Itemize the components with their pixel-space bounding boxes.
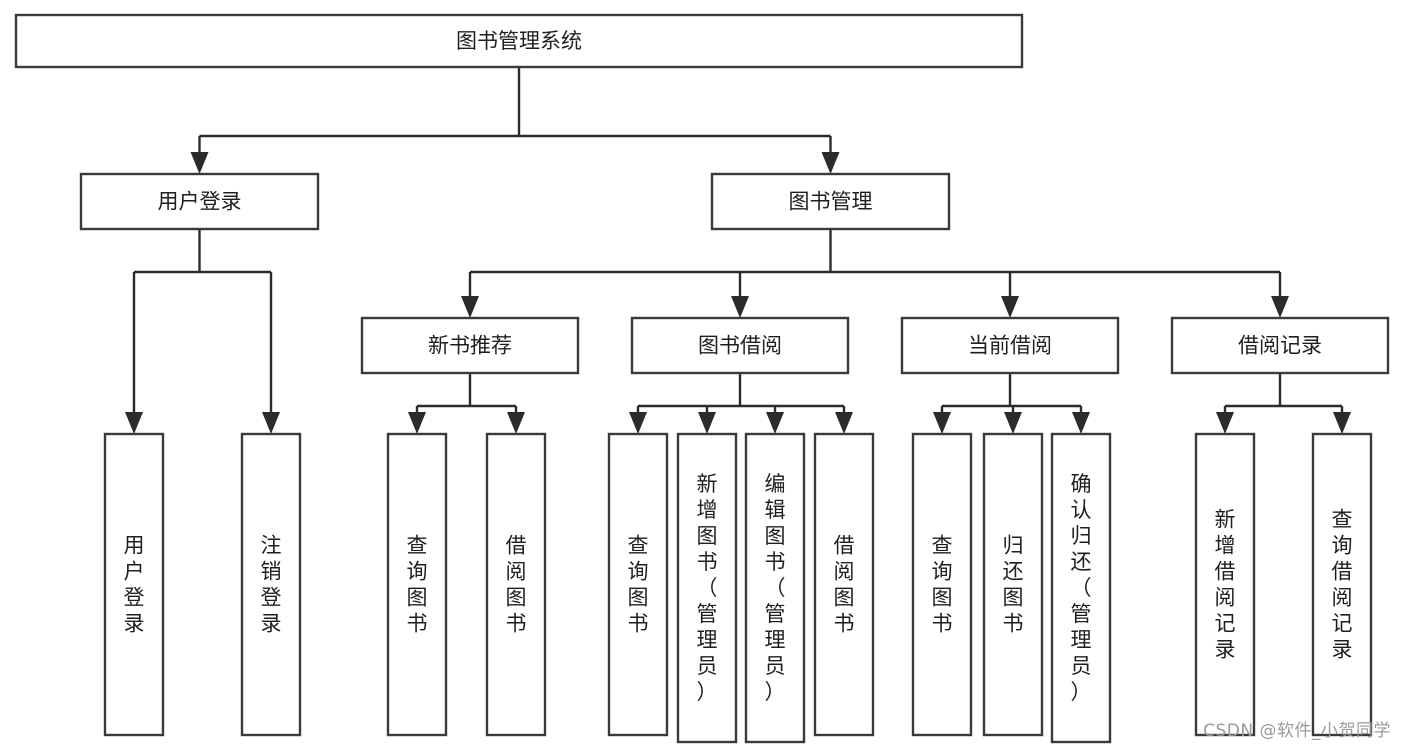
node-box[interactable] xyxy=(710,172,951,231)
node-label: 归还图书 xyxy=(1003,534,1024,636)
tree-node[interactable]: 查询图书 xyxy=(911,432,973,737)
arrow-head-icon xyxy=(698,412,716,434)
node-label: 新增借阅记录 xyxy=(1215,508,1236,662)
node-label: 当前借阅 xyxy=(968,334,1052,358)
node-box[interactable] xyxy=(630,316,850,375)
node-box[interactable] xyxy=(1311,432,1373,737)
arrow-head-icon xyxy=(1072,412,1090,434)
arrow-head-icon xyxy=(835,412,853,434)
arrow-head-icon xyxy=(125,412,143,434)
arrow-head-icon xyxy=(461,296,479,318)
node-box[interactable] xyxy=(900,316,1120,375)
arrow-head-icon xyxy=(731,296,749,318)
node-box[interactable] xyxy=(1170,316,1390,375)
node-box[interactable] xyxy=(1194,432,1256,737)
node-label: 借阅图书 xyxy=(834,534,855,636)
node-box[interactable] xyxy=(386,432,448,737)
arrow-head-icon xyxy=(821,152,840,174)
csdn-watermark: CSDN @软件_小贺同学 xyxy=(1203,721,1391,741)
connector-layer xyxy=(125,67,1351,434)
arrow-head-icon xyxy=(190,152,209,174)
node-label: 借阅记录 xyxy=(1238,334,1322,358)
node-label: 确认归还（管理员） xyxy=(1071,472,1092,704)
node-label: 注销登录 xyxy=(261,534,282,636)
tree-node[interactable]: 用户登录 xyxy=(79,172,320,231)
node-box[interactable] xyxy=(360,316,580,375)
tree-node[interactable]: 当前借阅 xyxy=(900,316,1120,375)
tree-node[interactable]: 图书管理 xyxy=(710,172,951,231)
node-box[interactable] xyxy=(79,172,320,231)
node-label: 编辑图书（管理员） xyxy=(765,472,786,704)
node-label: 新增图书（管理员） xyxy=(697,472,718,704)
tree-node[interactable]: 注销登录 xyxy=(240,432,302,737)
arrow-head-icon xyxy=(507,412,525,434)
tree-node[interactable]: 新增图书（管理员） xyxy=(676,432,738,744)
node-box[interactable] xyxy=(911,432,973,737)
node-label: 图书管理 xyxy=(789,190,873,214)
node-box[interactable] xyxy=(485,432,547,737)
tree-node[interactable]: 归还图书 xyxy=(982,432,1044,737)
node-box[interactable] xyxy=(14,13,1024,69)
node-label: 图书管理系统 xyxy=(456,29,582,53)
arrow-head-icon xyxy=(1216,412,1234,434)
node-label: 新书推荐 xyxy=(428,334,512,358)
node-box[interactable] xyxy=(813,432,875,737)
node-label: 借阅图书 xyxy=(506,534,527,636)
node-label: 图书借阅 xyxy=(698,334,782,358)
tree-node[interactable]: 编辑图书（管理员） xyxy=(744,432,806,744)
arrow-head-icon xyxy=(933,412,951,434)
arrow-head-icon xyxy=(262,412,280,434)
node-label: 查询借阅记录 xyxy=(1332,508,1353,662)
node-layer: 图书管理系统用户登录用户登录注销登录图书管理新书推荐查询图书借阅图书图书借阅查询… xyxy=(14,13,1390,744)
node-box[interactable] xyxy=(982,432,1044,737)
node-box[interactable] xyxy=(1050,432,1112,744)
arrow-head-icon xyxy=(1001,296,1019,318)
node-label: 查询图书 xyxy=(932,534,953,636)
tree-node[interactable]: 用户登录 xyxy=(103,432,165,737)
tree-node[interactable]: 图书管理系统 xyxy=(14,13,1024,69)
arrow-head-icon xyxy=(1333,412,1351,434)
tree-node[interactable]: 借阅图书 xyxy=(485,432,547,737)
node-box[interactable] xyxy=(676,432,738,744)
tree-node[interactable]: 查询图书 xyxy=(386,432,448,737)
tree-node[interactable]: 新增借阅记录 xyxy=(1194,432,1256,737)
node-label: 查询图书 xyxy=(407,534,428,636)
tree-node[interactable]: 查询借阅记录 xyxy=(1311,432,1373,737)
node-box[interactable] xyxy=(607,432,669,737)
node-label: 用户登录 xyxy=(124,534,145,636)
node-label: 用户登录 xyxy=(158,190,242,214)
tree-node[interactable]: 借阅记录 xyxy=(1170,316,1390,375)
node-box[interactable] xyxy=(744,432,806,744)
arrow-head-icon xyxy=(1004,412,1022,434)
arrow-head-icon xyxy=(629,412,647,434)
arrow-head-icon xyxy=(766,412,784,434)
node-box[interactable] xyxy=(103,432,165,737)
arrow-head-icon xyxy=(1271,296,1289,318)
node-label: 查询图书 xyxy=(628,534,649,636)
arrow-head-icon xyxy=(408,412,426,434)
tree-node[interactable]: 确认归还（管理员） xyxy=(1050,432,1112,744)
tree-node[interactable]: 借阅图书 xyxy=(813,432,875,737)
tree-node[interactable]: 图书借阅 xyxy=(630,316,850,375)
node-box[interactable] xyxy=(240,432,302,737)
tree-node[interactable]: 查询图书 xyxy=(607,432,669,737)
tree-node[interactable]: 新书推荐 xyxy=(360,316,580,375)
